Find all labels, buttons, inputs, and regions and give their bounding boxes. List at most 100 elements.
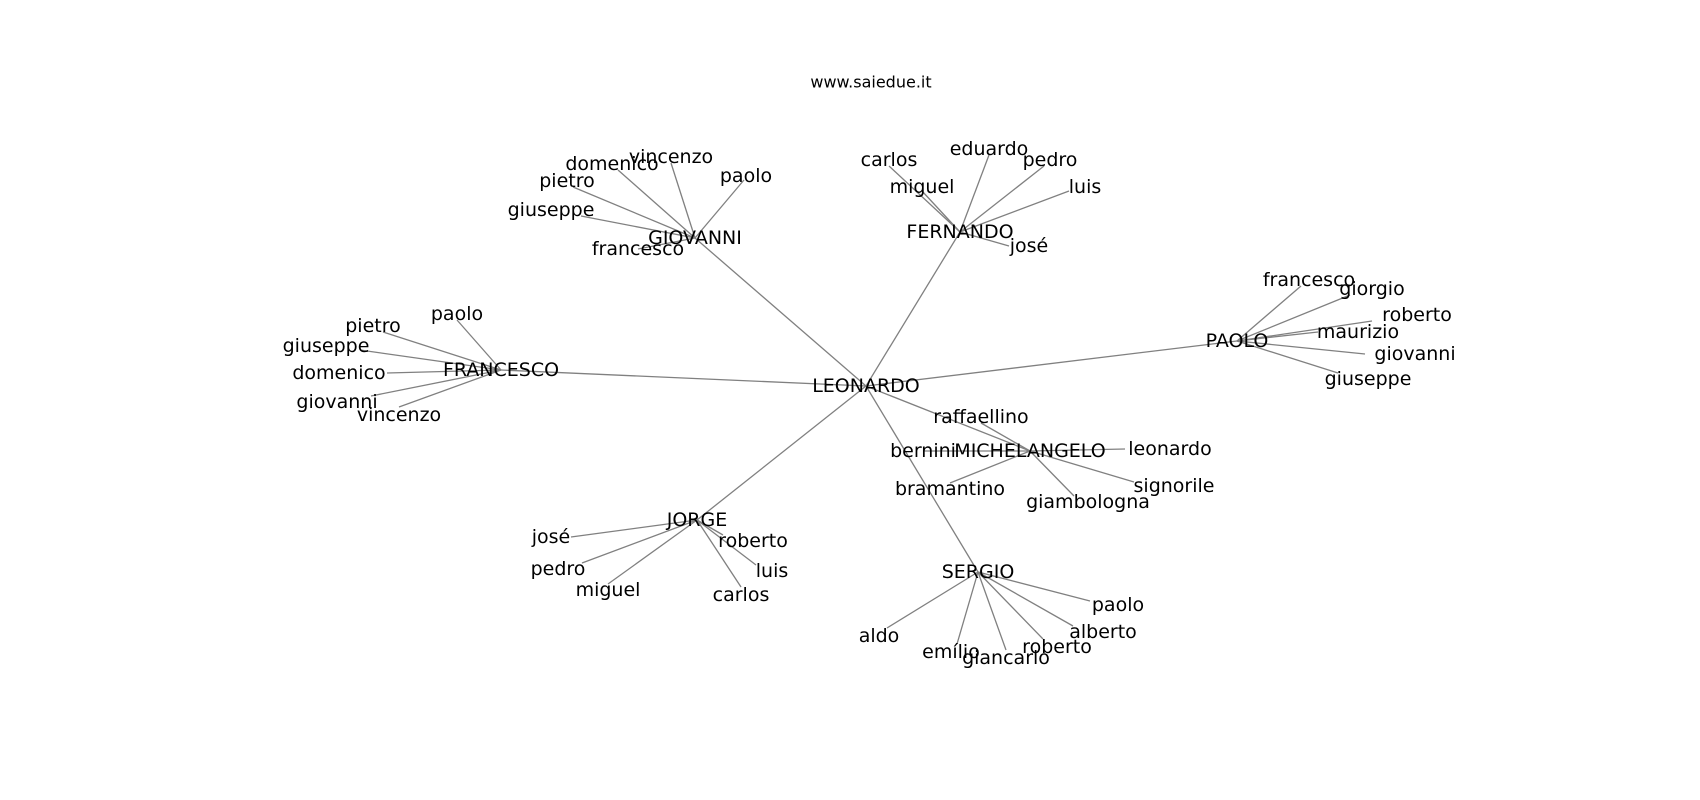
node-giovanni-paolo: paolo (720, 165, 772, 187)
node-fernando-jose: josé (1009, 235, 1049, 257)
node-fernando-luis: luis (1069, 176, 1102, 198)
edge-leonardo-to-paolo (865, 340, 1238, 387)
node-paolo: PAOLO (1206, 330, 1269, 352)
edge-francesco-to-francesco-pietro (382, 331, 502, 371)
node-francesco-giuseppe: giuseppe (283, 335, 370, 357)
edge-jorge-to-jorge-carlos (696, 519, 742, 588)
node-leonardo: LEONARDO (812, 375, 920, 397)
edge-jorge-to-jorge-luis (696, 519, 757, 566)
edge-giovanni-to-giovanni-vincenzo (670, 162, 696, 239)
edge-michelangelo-to-michelangelo-bramantino (949, 450, 1031, 484)
edge-jorge-to-jorge-pedro (581, 519, 698, 564)
node-paolo-giorgio: giorgio (1339, 278, 1404, 300)
node-giovanni-vincenzo: vincenzo (629, 146, 713, 168)
node-paolo-roberto: roberto (1382, 304, 1452, 326)
node-fernando-eduardo: eduardo (950, 138, 1029, 160)
node-michelangelo-raffaellino: raffaellino (933, 406, 1028, 428)
node-francesco-domenico: domenico (292, 362, 385, 384)
edge-francesco-to-francesco-giovanni (370, 369, 502, 397)
node-sergio-emilio: emílio (922, 641, 980, 663)
node-paolo-maurizio: maurizio (1317, 321, 1399, 343)
node-giovanni-giuseppe: giuseppe (508, 199, 595, 221)
nodes-layer: LEONARDO GIOVANNI FERNANDO PAOLO FRANCESCO MI… (283, 138, 1456, 669)
edge-paolo-to-paolo-giorgio (1236, 294, 1351, 342)
edge-leonardo-to-jorge (696, 385, 867, 521)
node-paolo-francesco: francesco (1263, 269, 1355, 291)
edge-michelangelo-to-michelangelo-raffaellino (980, 422, 1031, 452)
edge-paolo-to-paolo-giuseppe (1236, 340, 1339, 374)
edge-paolo-to-paolo-giovanni (1236, 340, 1366, 355)
node-fernando-carlos: carlos (861, 149, 918, 171)
node-michelangelo-bramantino: bramantino (895, 478, 1005, 500)
edge-sergio-to-sergio-aldo (886, 571, 979, 629)
edge-jorge-to-jorge-jose (570, 519, 698, 538)
node-francesco-paolo: paolo (431, 303, 483, 325)
edge-giovanni-to-giovanni-giuseppe (580, 215, 696, 239)
edge-sergio-to-sergio-roberto (977, 571, 1044, 640)
edge-fernando-to-fernando-miguel (921, 190, 961, 233)
edge-giovanni-to-giovanni-pietro (572, 186, 696, 239)
edge-michelangelo-to-michelangelo-leonardo (1029, 448, 1126, 452)
edge-leonardo-to-michelangelo (865, 385, 1031, 452)
node-jorge-jose: josé (531, 526, 571, 548)
node-jorge-roberto: roberto (718, 530, 788, 552)
node-sergio-paolo: paolo (1092, 594, 1144, 616)
edge-fernando-to-fernando-carlos (888, 165, 961, 233)
edge-francesco-to-francesco-vincenzo (398, 369, 502, 408)
node-jorge-pedro: pedro (531, 558, 586, 580)
edge-michelangelo-to-michelangelo-giambologna (1029, 450, 1075, 497)
node-sergio-roberto: roberto (1022, 636, 1092, 658)
edge-sergio-to-sergio-paolo (977, 571, 1091, 602)
node-michelangelo-signorile: signorile (1134, 475, 1215, 497)
node-giovanni-francesco: francesco (592, 238, 684, 260)
node-jorge-miguel: miguel (576, 579, 641, 601)
edge-jorge-to-jorge-miguel (607, 519, 698, 585)
node-michelangelo: MICHELANGELO (954, 440, 1105, 462)
edge-fernando-to-fernando-eduardo (959, 154, 990, 233)
edges-layer (359, 154, 1373, 651)
node-michelangelo-bernini: bernini (890, 440, 956, 462)
node-giovanni: GIOVANNI (648, 227, 742, 249)
node-francesco-vincenzo: vincenzo (357, 404, 441, 426)
edge-fernando-to-fernando-pedro (959, 165, 1045, 233)
edge-leonardo-to-francesco (500, 369, 867, 387)
node-sergio-giancarlo: giancarlo (962, 647, 1050, 669)
edge-sergio-to-sergio-alberto (977, 571, 1074, 627)
node-jorge-carlos: carlos (713, 584, 770, 606)
edge-paolo-to-paolo-francesco (1236, 285, 1302, 342)
node-sergio-alberto: alberto (1069, 621, 1137, 643)
node-fernando-miguel: miguel (890, 176, 955, 198)
edge-leonardo-to-sergio (865, 385, 979, 573)
edge-giovanni-to-giovanni-paolo (694, 179, 745, 239)
edge-sergio-to-sergio-emilio (956, 571, 979, 645)
edge-giovanni-to-giovanni-domenico (617, 169, 696, 239)
edge-francesco-to-francesco-paolo (456, 319, 502, 371)
node-paolo-giuseppe: giuseppe (1325, 368, 1412, 390)
edge-sergio-to-sergio-giancarlo (977, 571, 1007, 651)
edge-fernando-to-fernando-jose (959, 231, 1010, 247)
edge-leonardo-to-fernando (865, 231, 961, 387)
node-sergio-aldo: aldo (859, 625, 900, 647)
node-giovanni-pietro: pietro (539, 170, 595, 192)
edge-giovanni-to-giovanni-francesco (637, 237, 696, 250)
node-jorge: JORGE (666, 509, 728, 531)
node-fernando-pedro: pedro (1023, 149, 1078, 171)
edge-paolo-to-paolo-roberto (1236, 320, 1373, 342)
node-francesco-pietro: pietro (345, 315, 401, 337)
edge-michelangelo-to-michelangelo-signorile (1029, 450, 1135, 483)
node-jorge-luis: luis (756, 560, 789, 582)
node-giovanni-domenico: domenico (565, 153, 658, 175)
edge-leonardo-to-giovanni (694, 237, 867, 387)
edge-fernando-to-fernando-luis (959, 190, 1070, 233)
node-sergio: SERGIO (942, 561, 1015, 583)
edge-francesco-to-francesco-giuseppe (359, 349, 502, 371)
node-francesco: FRANCESCO (443, 359, 559, 381)
node-francesco-giovanni: giovanni (296, 391, 377, 413)
node-michelangelo-giambologna: giambologna (1026, 491, 1150, 513)
site-title: www.saiedue.it (810, 73, 931, 92)
node-fernando: FERNANDO (906, 221, 1013, 243)
node-michelangelo-leonardo: leonardo (1128, 438, 1211, 460)
edge-paolo-to-paolo-maurizio (1236, 331, 1319, 342)
edge-francesco-to-francesco-domenico (386, 369, 502, 374)
